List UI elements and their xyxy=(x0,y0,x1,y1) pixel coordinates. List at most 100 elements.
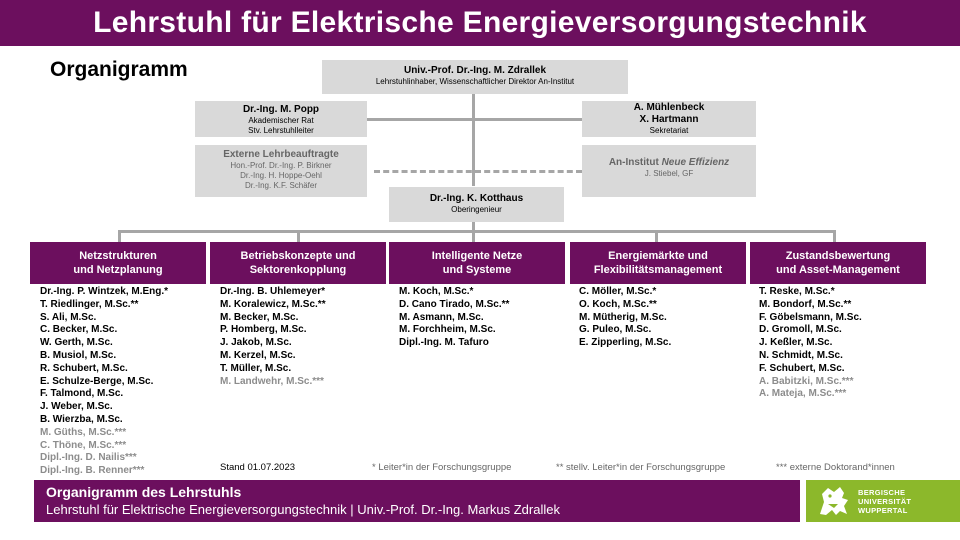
member-list-5: T. Reske, M.Sc.*M. Bondorf, M.Sc.**F. Gö… xyxy=(759,286,862,401)
external-doctoral-name: A. Mateja, M.Sc.*** xyxy=(759,388,847,400)
member-name: D. Gromoll, M.Sc. xyxy=(759,324,842,336)
connector-group-2 xyxy=(297,230,300,242)
legend-external: *** externe Doktorand*innen xyxy=(776,462,895,473)
header-title: Lehrstuhl für Elektrische Energieversorg… xyxy=(93,6,867,39)
group-header-3: Intelligente Netze und Systeme xyxy=(389,242,565,284)
member-name: E. Schulze-Berge, M.Sc. xyxy=(40,375,154,387)
group-2-line-1: Betriebskonzepte und xyxy=(240,250,356,262)
member-list-3: M. Koch, M.Sc.*D. Cano Tirado, M.Sc.**M.… xyxy=(399,286,509,350)
connector-group-4 xyxy=(655,230,658,242)
group-3-line-2: und Systeme xyxy=(442,264,512,276)
external-doctoral-name: Dipl.-Ing. B. Renner*** xyxy=(40,465,145,477)
institute-title-prefix: An-Institut xyxy=(608,157,662,168)
secretary-name-1: A. Mühlenbeck xyxy=(633,102,705,113)
member-name: Dipl.-Ing. M. Tafuro xyxy=(399,337,489,349)
external-doctoral-name: M. Landwehr, M.Sc.*** xyxy=(220,375,324,387)
member-name: F. Talmond, M.Sc. xyxy=(40,388,124,400)
deputy-role-1: Akademischer Rat xyxy=(248,116,314,125)
group-4-line-2: Flexibilitätsmanagement xyxy=(593,264,723,276)
connector-group-1 xyxy=(118,230,121,242)
stand-date: Stand 01.07.2023 xyxy=(220,462,296,473)
logo-text-3: WUPPERTAL xyxy=(858,505,908,515)
member-name: J. Jakob, M.Sc. xyxy=(220,337,292,349)
deputy-box: Dr.-Ing. M. Popp Akademischer Rat Stv. L… xyxy=(195,101,367,137)
page-title: Organigramm xyxy=(50,58,188,81)
connector-groups-horizontal xyxy=(118,230,836,233)
legend-leader: * Leiter*in der Forschungsgruppe xyxy=(372,462,512,473)
external-lecturers-box: Externe Lehrbeauftragte Hon.-Prof. Dr.-I… xyxy=(195,145,367,197)
member-name: N. Schmidt, M.Sc. xyxy=(759,349,843,361)
member-name: E. Zipperling, M.Sc. xyxy=(579,337,672,349)
member-name: Dr.-Ing. P. Wintzek, M.Eng.* xyxy=(40,286,169,297)
group-5-line-2: und Asset-Management xyxy=(776,264,900,276)
secretary-role: Sekretariat xyxy=(649,126,689,135)
member-name: M. Kerzel, M.Sc. xyxy=(220,349,296,361)
group-1-line-1: Netzstrukturen xyxy=(79,250,157,262)
member-name: B. Wierzba, M.Sc. xyxy=(40,413,123,425)
group-header-1: Netzstrukturen und Netzplanung xyxy=(30,242,206,284)
logo-text-1: BERGISCHE xyxy=(858,487,906,497)
member-name: M. Mütherig, M.Sc. xyxy=(579,311,667,323)
institute-title: An-Institut Neue Effizienz xyxy=(582,157,756,169)
member-name: M. Bondorf, M.Sc.** xyxy=(759,298,852,310)
legend-deputy: ** stellv. Leiter*in der Forschungsgrupp… xyxy=(556,462,726,473)
connector-group-5 xyxy=(833,230,836,242)
member-name: D. Cano Tirado, M.Sc.** xyxy=(399,298,510,310)
connector-group-3 xyxy=(472,230,475,242)
chief-name: Dr.-Ing. K. Kotthaus xyxy=(429,193,524,204)
external-doctoral-name: A. Babitzki, M.Sc.*** xyxy=(759,375,854,387)
member-name: F. Göbelsmann, M.Sc. xyxy=(759,311,862,323)
member-name: C. Möller, M.Sc.* xyxy=(579,286,657,297)
footer-subtitle: Lehrstuhl für Elektrische Energieversorg… xyxy=(46,502,560,517)
logo-text: BERGISCHE UNIVERSITÄT WUPPERTAL xyxy=(858,488,911,515)
deputy-name: Dr.-Ing. M. Popp xyxy=(242,104,320,115)
member-name: F. Schubert, M.Sc. xyxy=(759,362,845,374)
institute-title-italic: Neue Effizienz xyxy=(661,157,730,168)
footer: Organigramm des Lehrstuhls Lehrstuhl für… xyxy=(34,480,800,522)
secretary-name-2: X. Hartmann xyxy=(639,114,699,125)
connector-chief-groups xyxy=(472,222,475,232)
member-name: B. Musiol, M.Sc. xyxy=(40,349,117,361)
deputy-role-2: Stv. Lehrstuhlleiter xyxy=(248,126,314,135)
member-name: C. Becker, M.Sc. xyxy=(40,324,118,336)
institute-sub: J. Stiebel, GF xyxy=(644,169,694,178)
member-list-2: Dr.-Ing. B. Uhlemeyer*M. Koralewicz, M.S… xyxy=(220,286,326,388)
member-name: J. Weber, M.Sc. xyxy=(40,401,113,413)
footer-title: Organigramm des Lehrstuhls xyxy=(46,484,242,500)
member-list-1: Dr.-Ing. P. Wintzek, M.Eng.*T. Riedlinge… xyxy=(40,286,168,478)
group-1-line-2: und Netzplanung xyxy=(73,264,163,276)
institute-box: An-Institut Neue Effizienz J. Stiebel, G… xyxy=(582,145,756,197)
chief-engineer-box: Dr.-Ing. K. Kotthaus Oberingenieur xyxy=(389,187,564,222)
member-name: P. Homberg, M.Sc. xyxy=(220,324,307,336)
head-role: Lehrstuhlinhaber, Wissenschaftlicher Dir… xyxy=(375,77,575,86)
group-2-line-2: Sektorenkopplung xyxy=(249,264,347,276)
member-name: R. Schubert, M.Sc. xyxy=(40,362,128,374)
head-box: Univ.-Prof. Dr.-Ing. M. Zdrallek Lehrstu… xyxy=(322,60,628,94)
group-header-5: Zustandsbewertung und Asset-Management xyxy=(750,242,926,284)
secretary-box: A. Mühlenbeck X. Hartmann Sekretariat xyxy=(582,101,756,137)
group-3-line-1: Intelligente Netze xyxy=(431,250,523,262)
page-header: Lehrstuhl für Elektrische Energieversorg… xyxy=(0,0,960,46)
connector-head-chief xyxy=(472,94,475,186)
group-5-line-1: Zustandsbewertung xyxy=(785,250,891,262)
external-person-1: Hon.-Prof. Dr.-Ing. P. Birkner xyxy=(230,161,332,170)
external-title: Externe Lehrbeauftragte xyxy=(223,149,339,160)
member-name: G. Puleo, M.Sc. xyxy=(579,324,652,336)
member-list-4: C. Möller, M.Sc.*O. Koch, M.Sc.**M. Müth… xyxy=(579,286,671,350)
member-name: S. Ali, M.Sc. xyxy=(40,311,97,323)
external-doctoral-name: M. Güths, M.Sc.*** xyxy=(40,426,127,438)
connector-staff xyxy=(240,118,680,121)
member-name: M. Becker, M.Sc. xyxy=(220,311,299,323)
member-name: M. Forchheim, M.Sc. xyxy=(399,324,496,336)
member-name: M. Koralewicz, M.Sc.** xyxy=(220,298,326,310)
member-name: T. Riedlinger, M.Sc.** xyxy=(40,298,139,310)
member-name: T. Müller, M.Sc. xyxy=(220,362,292,374)
member-name: T. Reske, M.Sc.* xyxy=(759,286,835,297)
external-doctoral-name: C. Thöne, M.Sc.*** xyxy=(40,439,127,451)
chief-role: Oberingenieur xyxy=(451,205,502,214)
university-lion-icon xyxy=(820,487,848,515)
external-doctoral-name: Dipl.-Ing. D. Nailis*** xyxy=(40,452,137,464)
member-name: Dr.-Ing. B. Uhlemeyer* xyxy=(220,286,326,297)
member-name: W. Gerth, M.Sc. xyxy=(40,337,113,349)
